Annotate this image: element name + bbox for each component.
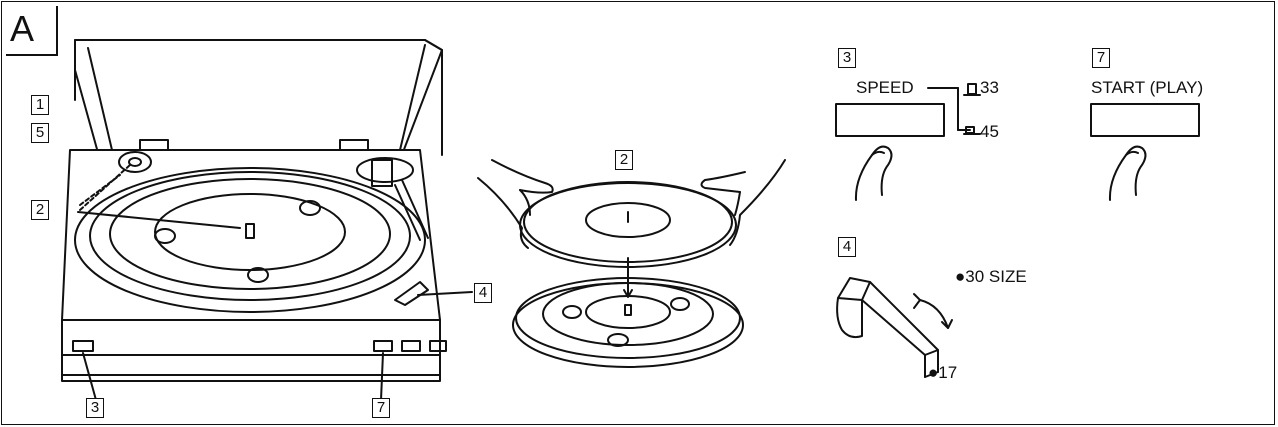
size-17-label: ●17: [928, 363, 958, 382]
start-button-illustration: [1090, 103, 1200, 201]
record-placement-illustration: [477, 159, 786, 368]
size-lever-illustration: [836, 277, 953, 378]
size-30-label: ●30 SIZE: [955, 267, 1027, 286]
callout-7-start: 7: [1092, 48, 1110, 68]
speed-45-label: 45: [980, 122, 999, 141]
callout-1: 1: [31, 95, 49, 115]
speed-label: SPEED: [856, 78, 914, 97]
callout-4-turntable: 4: [474, 283, 492, 303]
start-play-label: START (PLAY): [1091, 78, 1204, 97]
callout-2-records: 2: [615, 150, 633, 170]
speed-33-label: 33: [980, 78, 999, 97]
speed-selector-illustration: [835, 83, 981, 201]
callout-3-turntable: 3: [86, 398, 104, 418]
callout-2-turntable: 2: [31, 200, 49, 220]
callout-7-turntable: 7: [372, 398, 390, 418]
panel-label-box: [6, 6, 58, 56]
callout-4-size: 4: [838, 237, 856, 257]
turntable-illustration: [61, 39, 473, 401]
callout-5: 5: [31, 123, 49, 143]
callout-3-speed: 3: [838, 48, 856, 68]
panel-letter: A: [10, 8, 35, 49]
